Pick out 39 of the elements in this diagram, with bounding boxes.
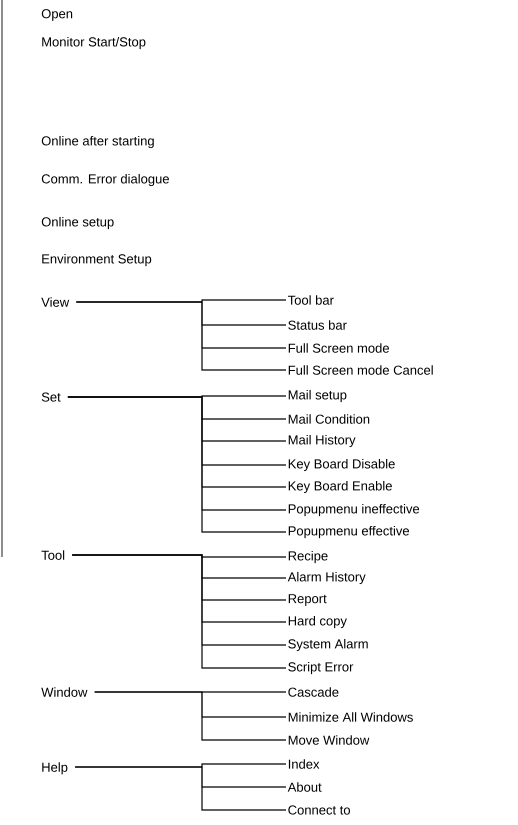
menu-item: System Alarm (288, 638, 368, 652)
menu-item: Mail History (288, 434, 356, 448)
menu-heading: Set (42, 392, 61, 402)
menu-item: Full Screen mode Cancel (288, 365, 433, 375)
menu-item: Index (288, 759, 320, 769)
menu-label: Online setup (42, 216, 114, 230)
menu-item: Key Board Enable (288, 480, 392, 494)
menu-item: Status bar (288, 320, 347, 330)
connector-line (68, 396, 286, 533)
menu-item: Minimize All Windows (288, 712, 413, 722)
menu-item: Full Screen mode (288, 343, 389, 353)
menu-item: About (288, 782, 322, 792)
menu-item: Connect to (288, 805, 350, 815)
menu-heading: View (41, 297, 70, 307)
menu-item: Cascade (288, 687, 338, 697)
menu-heading: Tool (42, 550, 64, 560)
menu-item: Key Board Disable (288, 458, 395, 472)
menu-item: Tool bar (288, 295, 334, 305)
menu-heading: Window (41, 687, 88, 697)
menu-item: Script Error (288, 662, 354, 674)
connector-line (94, 691, 286, 741)
menu-item: Mail Condition (288, 414, 370, 424)
menu-item: Move Window (288, 735, 370, 745)
menu-item: Mail setup (288, 390, 346, 402)
connector-line (75, 766, 286, 811)
menu-label: Comm. Error dialogue (42, 174, 169, 186)
menu-label: Open (42, 9, 72, 21)
connector-line (76, 301, 286, 371)
connector-line (72, 554, 286, 669)
menu-label: Online after starting (42, 136, 154, 148)
menu-item: Hard copy (288, 616, 347, 628)
menu-heading: Help (42, 762, 68, 774)
menu-item: Recipe (288, 550, 328, 564)
menu-label: Monitor Start/Stop (42, 36, 146, 50)
menu-item: Alarm History (288, 572, 366, 584)
menu-item: Report (288, 594, 327, 606)
menu-label: Environment Setup (42, 254, 152, 266)
menu-item: Popupmenu ineffective (288, 504, 420, 516)
menu-item: Popupmenu effective (288, 526, 409, 538)
